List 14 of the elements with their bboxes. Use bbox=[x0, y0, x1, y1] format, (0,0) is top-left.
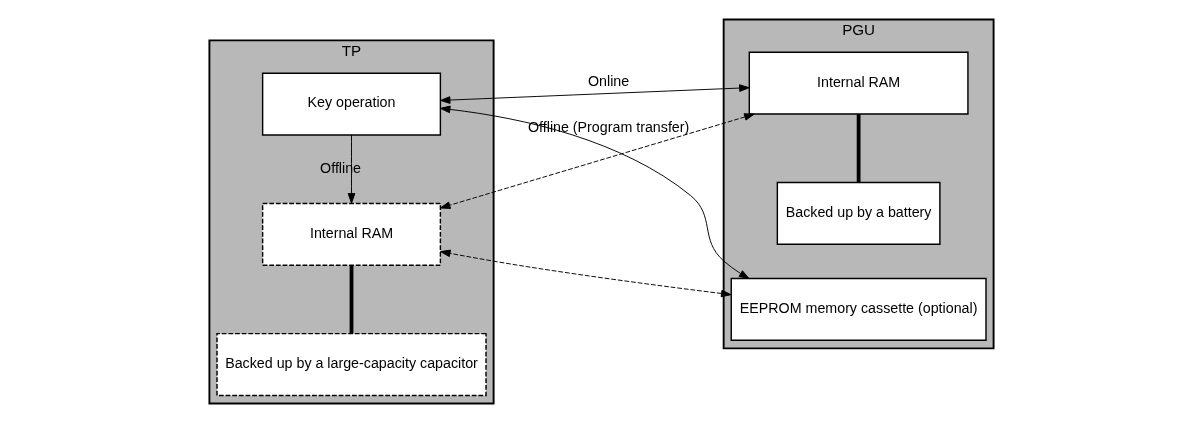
node-box: Internal RAM bbox=[261, 202, 441, 266]
node-box: Backed up by a battery bbox=[776, 181, 941, 245]
arrow bbox=[439, 105, 749, 279]
connector bbox=[349, 265, 353, 334]
connector bbox=[856, 114, 860, 183]
node-box: EEPROM memory cassette (optional) bbox=[730, 277, 987, 341]
arrow bbox=[439, 113, 755, 209]
node-box: Backed up by a large-capacity capacitor bbox=[215, 332, 487, 397]
node-box: Key operation bbox=[261, 72, 441, 136]
edge-label: Online bbox=[587, 73, 629, 90]
arrow bbox=[439, 84, 750, 104]
arrow bbox=[439, 249, 731, 298]
arrow bbox=[347, 134, 355, 204]
node-box: Internal RAM bbox=[748, 51, 969, 115]
